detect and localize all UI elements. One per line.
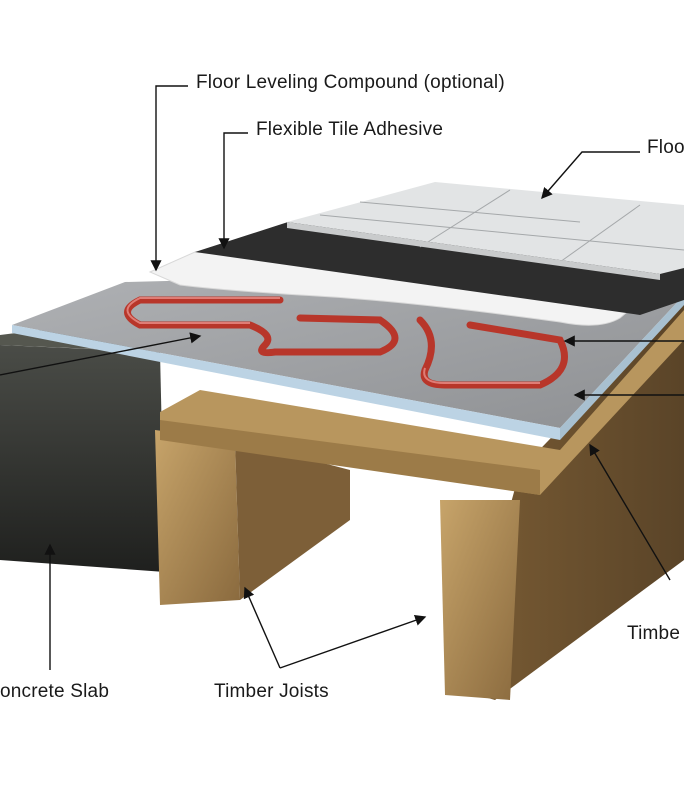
label-flexible-tile-adhesive: Flexible Tile Adhesive xyxy=(256,119,444,140)
leader-board-left xyxy=(0,332,202,376)
timber-joist-left xyxy=(155,430,240,605)
leader-timber-right xyxy=(589,443,671,581)
label-concrete-slab: oncrete Slab xyxy=(0,681,110,702)
label-timber-joists: Timber Joists xyxy=(214,681,329,702)
leader-joist-2 xyxy=(279,614,427,669)
heating-cable xyxy=(124,296,568,389)
floor-tiles xyxy=(287,182,684,274)
label-floor-tiles: Floo xyxy=(647,137,684,158)
leader-adhesive xyxy=(218,132,248,250)
leader-joist-1 xyxy=(243,586,281,669)
label-timber-right: Timbe xyxy=(627,623,681,644)
leader-leveling xyxy=(150,85,188,272)
timber-joist-right xyxy=(440,500,520,700)
tile-adhesive-layer xyxy=(195,222,684,315)
concrete-slab xyxy=(0,345,165,572)
label-floor-leveling-compound: Floor Leveling Compound (optional) xyxy=(196,72,505,93)
leader-floor xyxy=(541,151,640,200)
